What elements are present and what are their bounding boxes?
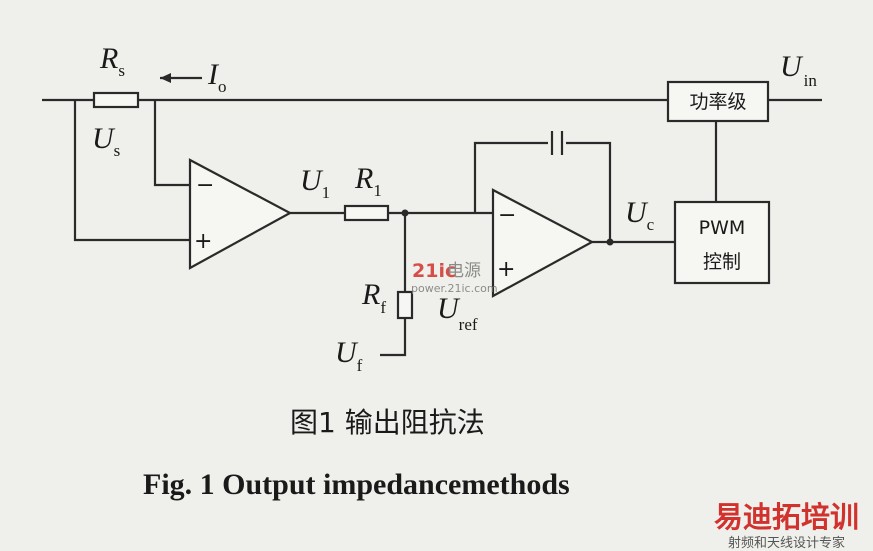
label-uf: Uf [335,336,363,375]
power-stage-block [666,80,770,123]
pwm-control-block [673,200,771,285]
label-rs: Rs [99,42,125,80]
opamp-1-minus: − [196,173,214,198]
caption-chinese: 图1 输出阻抗法 [290,406,485,439]
corner-watermark-sub: 射频和天线设计专家 [728,535,845,551]
label-us: Us [92,122,120,160]
power-stage-label: 功率级 [689,91,746,113]
label-uc: Uc [625,196,655,234]
label-u1: U1 [300,164,330,202]
corner-watermark-title: 易迪拓培训 [714,500,859,534]
opamp-1-plus: + [194,229,212,254]
watermark-brand-b: 电源 [447,261,481,281]
label-uref: Uref [437,292,478,334]
label-io: Io [207,58,227,96]
pwm-label-line1: PWM [699,217,746,239]
wires [42,98,822,357]
watermark-21ic: 21ic 电源 power.21ic.com [411,260,498,295]
current-arrow [160,73,202,83]
opamp-1 [188,158,293,270]
caption-english: Fig. 1 Output impedancemethods [143,468,570,501]
opamp-2 [491,188,595,298]
r1-resistor [343,204,390,222]
watermark-url: power.21ic.com [411,282,498,295]
rf-resistor [396,290,414,320]
rs-resistor [92,91,140,109]
label-r1: R1 [354,162,382,200]
opamp-2-plus: + [497,257,515,282]
feedback-capacitor [550,131,564,155]
corner-watermark: 易迪拓培训 射频和天线设计专家 [714,500,859,551]
junction-node-uc [606,238,614,246]
pwm-label-line2: 控制 [703,251,741,273]
opamp-2-minus: − [498,203,516,228]
watermark-brand-a: 21ic [412,260,456,282]
label-rf: Rf [361,278,386,317]
junction-node-r1 [401,209,409,217]
